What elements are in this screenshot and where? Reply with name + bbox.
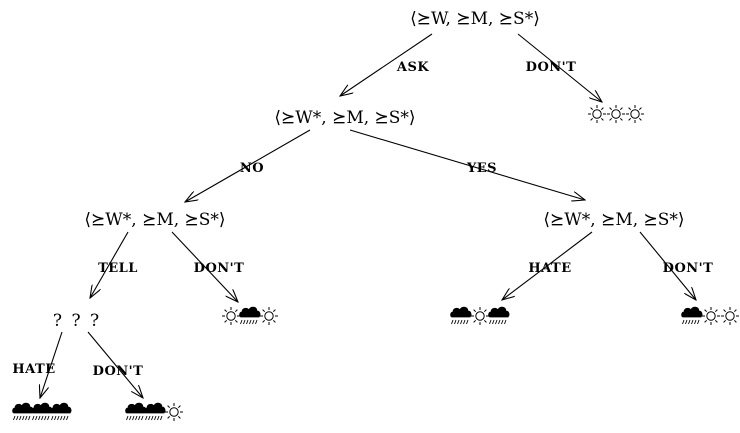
- node-after-no-label: ⟨⪰W*, ⪰M, ⪰S*⟩: [84, 210, 225, 230]
- sun-icon: [720, 306, 740, 326]
- edge-no-line: [185, 129, 311, 202]
- rain-cloud-icon: [681, 306, 703, 325]
- node-root-label: ⟨⪰W, ⪰M, ⪰S*⟩: [410, 9, 540, 29]
- rain-cloud-icon: [125, 402, 147, 421]
- edge-tell-label: TELL: [98, 261, 138, 276]
- rain-cloud-icon: [450, 306, 472, 325]
- edge-tell-dont-label: DON'T: [93, 364, 144, 379]
- edge-ask-label: ASK: [396, 60, 429, 75]
- edge-root-dont-line: [517, 33, 602, 102]
- edge-yes-dont-line: [639, 231, 696, 300]
- rain-cloud-icon: [488, 306, 510, 325]
- sun-icon: [470, 306, 490, 326]
- sun-icon: [164, 402, 184, 422]
- sun-icon: [606, 104, 626, 124]
- edge-tell-hate-label: HATE: [12, 362, 55, 377]
- edge-yes-hate-line: [502, 231, 593, 300]
- edge-no-label: NO: [240, 161, 264, 176]
- outcome-tell-hate: [12, 402, 72, 421]
- outcome-tell-dont: [125, 402, 184, 422]
- edge-tell-dont-line: [87, 331, 143, 398]
- edge-yes-label: YES: [466, 161, 497, 176]
- sun-icon: [625, 104, 645, 124]
- node-after-tell-label: ? ? ?: [53, 311, 101, 331]
- sun-icon: [701, 306, 721, 326]
- edge-yes-dont-label: DON'T: [663, 261, 714, 276]
- rain-cloud-icon: [239, 306, 261, 325]
- edge-root-dont-label: DON'T: [526, 60, 577, 75]
- edge-ask-line: [340, 33, 433, 96]
- outcome-root-dont: [587, 104, 645, 124]
- rain-cloud-icon: [31, 402, 53, 421]
- rain-cloud-icon: [144, 402, 166, 421]
- rain-cloud-icon: [12, 402, 34, 421]
- edge-no-dont-label: DON'T: [194, 261, 245, 276]
- outcome-no-dont: [221, 306, 279, 326]
- node-after-ask-label: ⟨⪰W*, ⪰M, ⪰S*⟩: [274, 108, 415, 128]
- edge-tell-line: [90, 231, 129, 298]
- edge-no-dont-line: [171, 231, 238, 302]
- edge-yes-line: [349, 129, 585, 200]
- rain-cloud-icon: [50, 402, 72, 421]
- sun-icon: [259, 306, 279, 326]
- node-after-yes-label: ⟨⪰W*, ⪰M, ⪰S*⟩: [543, 210, 684, 230]
- outcome-yes-dont: [681, 306, 740, 326]
- edge-tell-hate-line: [40, 331, 63, 398]
- outcome-yes-hate: [450, 306, 510, 326]
- edge-yes-hate-label: HATE: [528, 261, 571, 276]
- sun-icon: [221, 306, 241, 326]
- sun-icon: [587, 104, 607, 124]
